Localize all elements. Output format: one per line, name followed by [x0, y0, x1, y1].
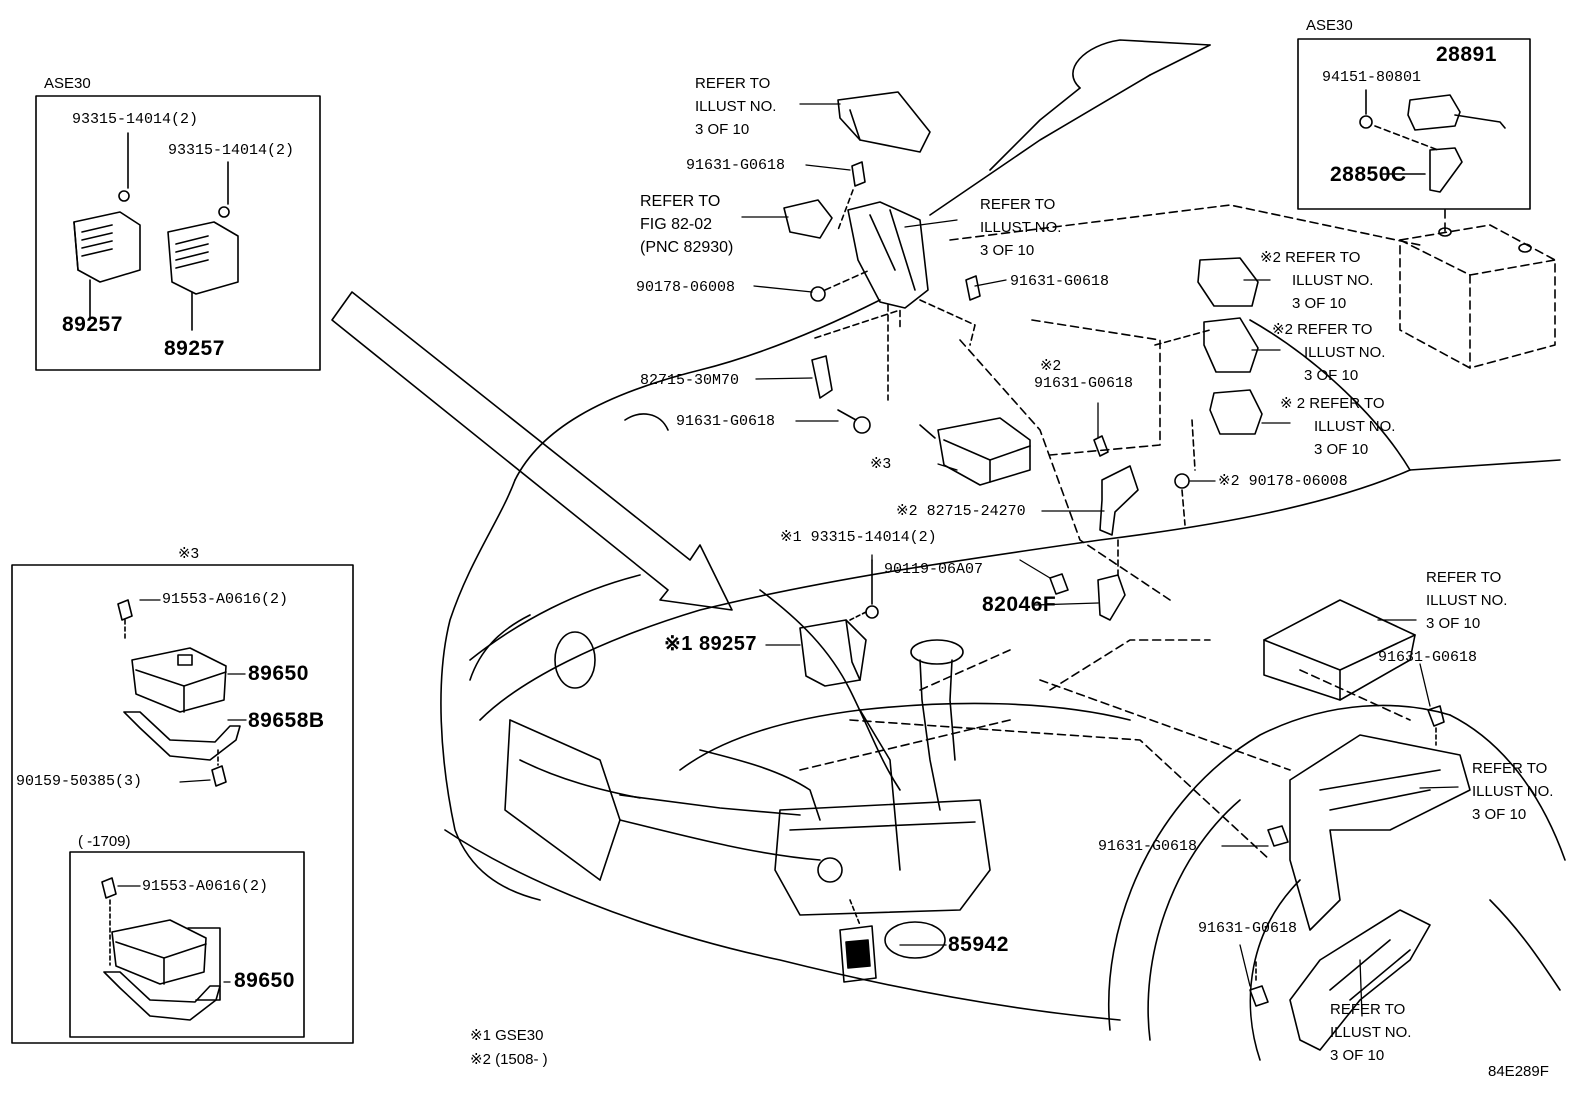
part-label[interactable]: 91631-G0618: [1010, 273, 1110, 290]
refer-line: ILLUST NO.: [695, 98, 777, 115]
ase30-right-parts: [1359, 89, 1506, 193]
part-label[interactable]: ※2 82715-24270: [896, 503, 1026, 520]
part-label[interactable]: 28891: [1436, 43, 1497, 66]
part-label[interactable]: 91631-G0618: [1378, 649, 1478, 666]
refer-note-2: REFER TO ILLUST NO. 3 OF 10: [980, 193, 1061, 262]
part-label[interactable]: 93315-14014(2): [72, 111, 199, 128]
part-label[interactable]: 89257: [164, 337, 225, 360]
refer-note-3: ※2 REFER TO ILLUST NO. 3 OF 10: [1260, 246, 1373, 315]
part-label[interactable]: ※2 90178-06008: [1218, 473, 1348, 490]
inset-box-ase30-right: [1297, 38, 1531, 210]
part-label[interactable]: ※1 89257: [664, 633, 758, 655]
part-label[interactable]: 89650: [248, 662, 309, 685]
part-label[interactable]: 93315-14014(2): [168, 142, 295, 159]
inset-box-ase30-left: [35, 95, 321, 371]
refer-note-5: ※ 2 REFER TO ILLUST NO. 3 OF 10: [1280, 392, 1395, 461]
middle-right-parts: [799, 204, 1421, 861]
footnote-1: ※1 GSE30: [470, 1027, 544, 1044]
refer-note-8: REFER TO ILLUST NO. 3 OF 10: [1330, 998, 1411, 1067]
part-label[interactable]: 89257: [62, 313, 123, 336]
refer-line: 3 OF 10: [1292, 295, 1347, 312]
refer-line: 3 OF 10: [1304, 367, 1359, 384]
upper-center-parts: [783, 91, 1031, 486]
refer-line: 3 OF 10: [695, 121, 750, 138]
direction-arrow: [331, 291, 733, 611]
refer-line: 3 OF 10: [1426, 615, 1481, 632]
part-85942-graphic: [839, 899, 946, 983]
refer-line: 3 OF 10: [980, 242, 1035, 259]
part-label[interactable]: 89650: [234, 969, 295, 992]
refer-line: FIG 82-02: [640, 216, 713, 233]
refer-line: REFER TO: [1330, 1001, 1406, 1018]
inset-box-1709: [69, 851, 305, 1038]
part-label[interactable]: 89658B: [248, 709, 325, 732]
refer-line: ILLUST NO.: [1330, 1024, 1412, 1041]
fuse-box-parts: [1249, 599, 1471, 1051]
part-label[interactable]: 82046F: [982, 593, 1057, 616]
part-label[interactable]: 91631-G0618: [686, 157, 786, 174]
leader-lines: [117, 103, 1459, 1017]
refer-line: REFER TO: [695, 75, 771, 92]
refer-note-7: REFER TO ILLUST NO. 3 OF 10: [1472, 757, 1553, 826]
refer-line: ILLUST NO.: [1426, 592, 1508, 609]
part-label[interactable]: 90178-06008: [636, 279, 736, 296]
car-body-outline: [440, 39, 1566, 1061]
inset-box-x3: [11, 564, 354, 1044]
refer-line: REFER TO: [980, 196, 1056, 213]
part-label[interactable]: ※1 93315-14014(2): [780, 529, 937, 546]
inset-title-ase30-left: ASE30: [44, 75, 91, 92]
part-label[interactable]: 91631-G0618: [1034, 375, 1134, 392]
part-label[interactable]: 90119-06A07: [884, 561, 984, 578]
diagram-code: 84E289F: [1488, 1063, 1549, 1080]
refer-line: ※2 REFER TO: [1272, 321, 1373, 338]
refer-note-1: REFER TO ILLUST NO. 3 OF 10: [695, 72, 776, 141]
refer-line: ※2 REFER TO: [1260, 249, 1361, 266]
part-label[interactable]: 94151-80801: [1322, 69, 1422, 86]
part-label[interactable]: ※3: [870, 455, 891, 472]
refer-line: (PNC 82930): [640, 239, 734, 256]
part-label[interactable]: 82715-30M70: [640, 372, 740, 389]
refer-line: ※ 2 REFER TO: [1280, 395, 1385, 412]
refer-line: REFER TO: [1472, 760, 1548, 777]
part-label[interactable]: 91631-G0618: [1198, 920, 1298, 937]
part-label[interactable]: 91631-G0618: [676, 413, 776, 430]
part-label[interactable]: 91553-A0616(2): [162, 591, 289, 608]
refer-note-4: ※2 REFER TO ILLUST NO. 3 OF 10: [1272, 318, 1385, 387]
inset-title-1709: ( -1709): [78, 833, 131, 850]
refer-line: REFER TO: [1426, 569, 1502, 586]
footnote-2: ※2 (1508- ): [470, 1051, 548, 1068]
refer-line: ILLUST NO.: [1314, 418, 1396, 435]
battery-terminal: [1438, 227, 1452, 237]
part-label[interactable]: 28850C: [1330, 163, 1407, 186]
battery-terminal: [1518, 243, 1532, 253]
refer-line: 3 OF 10: [1330, 1047, 1385, 1064]
part-label[interactable]: 90159-50385(3): [16, 773, 143, 790]
refer-line: ILLUST NO.: [980, 219, 1062, 236]
refer-note-6: REFER TO ILLUST NO. 3 OF 10: [1426, 566, 1507, 635]
refer-line: REFER TO: [640, 193, 721, 210]
refer-line: ILLUST NO.: [1304, 344, 1386, 361]
refer-line: ILLUST NO.: [1472, 783, 1554, 800]
x3-inset-parts: [101, 599, 241, 1021]
battery: [1399, 209, 1556, 369]
inset-title-x3: ※3: [178, 545, 199, 562]
part-label[interactable]: 85942: [948, 933, 1009, 956]
part-label-mark: ※2: [1040, 357, 1061, 374]
inset-title-ase30-right: ASE30: [1306, 17, 1353, 34]
refer-line: ILLUST NO.: [1292, 272, 1374, 289]
refer-line: 3 OF 10: [1314, 441, 1369, 458]
part-label[interactable]: 91553-A0616(2): [142, 878, 269, 895]
part-label[interactable]: 91631-G0618: [1098, 838, 1198, 855]
refer-line: 3 OF 10: [1472, 806, 1527, 823]
refer-note-fig: REFER TO FIG 82-02 (PNC 82930): [640, 190, 733, 259]
ase30-left-parts: [73, 132, 239, 331]
